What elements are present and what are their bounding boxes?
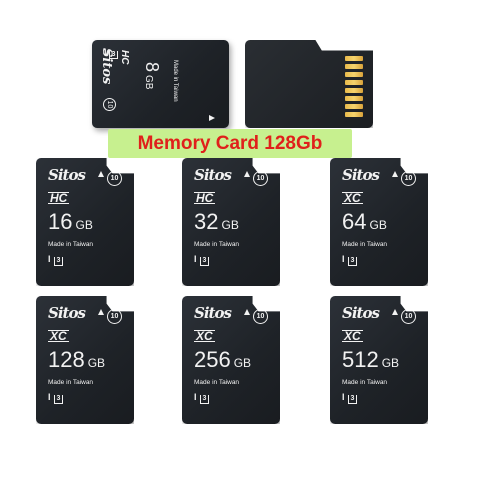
class10-icon: 10 bbox=[253, 171, 268, 186]
insert-arrow-icon bbox=[98, 171, 104, 177]
class10-icon: 10 bbox=[253, 309, 268, 324]
card-made-in: Made in Taiwan bbox=[48, 379, 94, 386]
card-capacity: 8GB bbox=[142, 62, 162, 90]
card-made-in: Made in Taiwan bbox=[194, 241, 240, 248]
card-type-label: XC bbox=[342, 191, 363, 205]
class10-icon: 10 bbox=[103, 98, 116, 111]
insert-arrow-icon bbox=[244, 171, 250, 177]
card-brand: Sitos bbox=[194, 166, 232, 184]
card-made-in: Made in Taiwan bbox=[172, 60, 178, 102]
insert-arrow-icon bbox=[392, 309, 398, 315]
gold-contact bbox=[345, 96, 363, 101]
gold-contact bbox=[345, 104, 363, 109]
insert-arrow-icon bbox=[209, 115, 215, 121]
product-banner: Memory Card 128Gb bbox=[108, 129, 352, 158]
card-brand: Sitos bbox=[48, 304, 86, 322]
card-made-in: Made in Taiwan bbox=[342, 241, 388, 248]
card-brand: Sitos bbox=[194, 304, 232, 322]
card-type-label: HC bbox=[48, 191, 70, 205]
card-brand: Sitos bbox=[342, 166, 380, 184]
insert-arrow-icon bbox=[244, 309, 250, 315]
gold-contact bbox=[345, 72, 363, 77]
card-type-label: HC bbox=[194, 191, 216, 205]
class10-icon: 10 bbox=[107, 171, 122, 186]
card-brand: Sitos bbox=[48, 166, 86, 184]
card-brand: Sitos bbox=[342, 304, 380, 322]
card-type-label: XC bbox=[48, 329, 69, 343]
card-made-in: Made in Taiwan bbox=[342, 379, 388, 386]
card-type-label: XC bbox=[342, 329, 363, 343]
card-made-in: Made in Taiwan bbox=[194, 379, 240, 386]
gold-contact bbox=[345, 64, 363, 69]
insert-arrow-icon bbox=[98, 309, 104, 315]
gold-contact bbox=[345, 56, 363, 61]
card-type-label: XC bbox=[194, 329, 215, 343]
gold-contact bbox=[345, 112, 363, 117]
card-type-label: HC bbox=[119, 50, 130, 65]
gold-contact bbox=[345, 88, 363, 93]
card-made-in: Made in Taiwan bbox=[48, 241, 94, 248]
class10-icon: 10 bbox=[401, 171, 416, 186]
memory-card-back bbox=[245, 40, 373, 128]
class10-icon: 10 bbox=[401, 309, 416, 324]
insert-arrow-icon bbox=[392, 171, 398, 177]
class10-icon: 10 bbox=[107, 309, 122, 324]
gold-contact bbox=[345, 80, 363, 85]
